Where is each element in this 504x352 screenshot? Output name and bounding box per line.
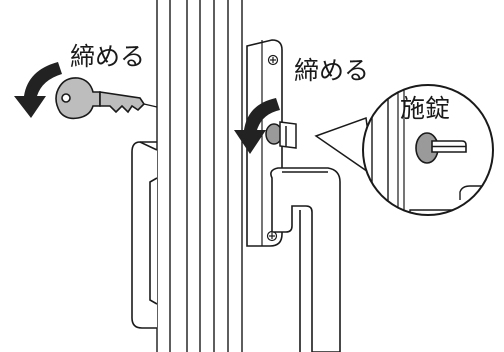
tighten-label-left: 締める: [70, 42, 145, 71]
screw-icon: [266, 54, 279, 242]
key-icon: [55, 77, 158, 120]
locked-thumb-turn-icon: [415, 132, 467, 164]
rotate-arrow-icon: [234, 98, 280, 154]
left-door-handle: [131, 141, 158, 329]
right-door-handle: [270, 167, 341, 352]
rotate-arrow-icon: [14, 62, 62, 118]
detail-view: [362, 84, 494, 216]
thumb-turn-icon: [265, 121, 297, 149]
locked-label: 施錠: [400, 94, 450, 123]
door-frame: [156, 0, 243, 352]
tighten-label-right: 締める: [294, 56, 369, 85]
